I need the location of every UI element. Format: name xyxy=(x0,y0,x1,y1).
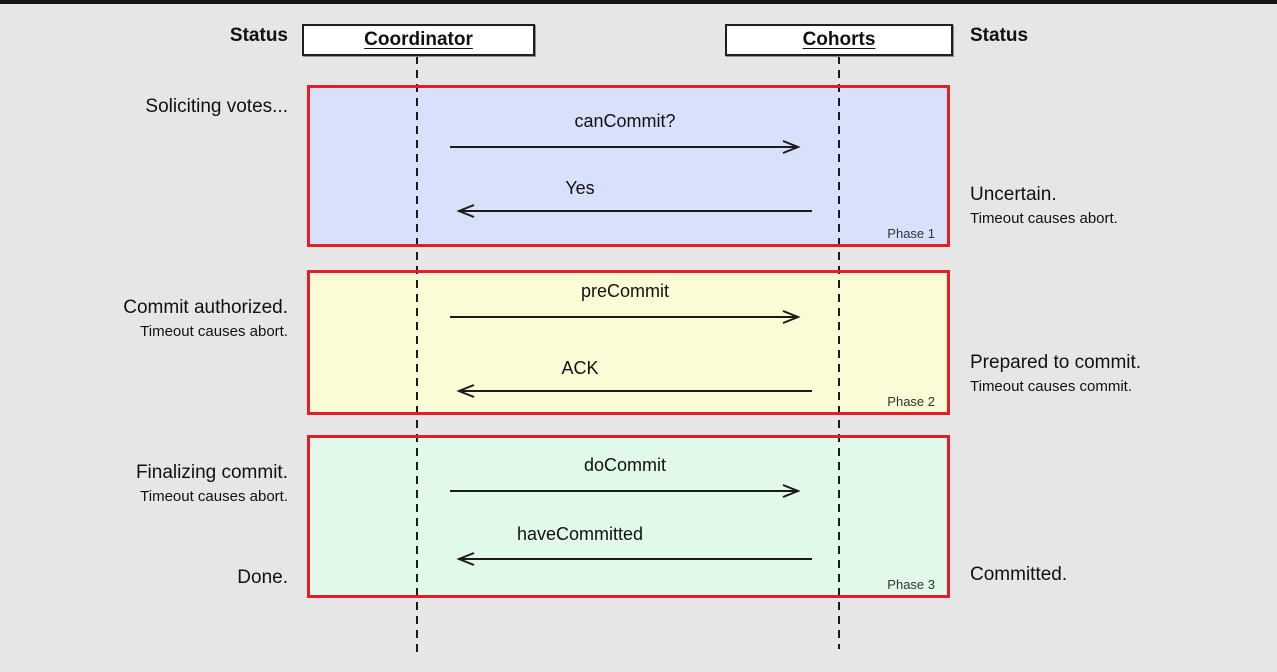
status-column-header-left: Status xyxy=(229,25,288,46)
cohorts-label: Cohorts xyxy=(802,29,876,50)
cancommit-message-label: canCommit? xyxy=(574,111,676,131)
precommit-message-label: preCommit xyxy=(580,281,669,301)
phase-1-tag: Phase 1 xyxy=(887,226,935,241)
phase-1-right-status: Uncertain. xyxy=(970,184,1057,205)
status-column-header-right: Status xyxy=(970,25,1029,46)
cohorts-box: Cohorts xyxy=(725,24,953,56)
phase-3-left-status: Finalizing commit. xyxy=(135,462,288,483)
phase-2-left-substatus: Timeout causes abort. xyxy=(140,323,288,340)
coordinator-box: Coordinator xyxy=(302,24,535,56)
phase-1-right-substatus: Timeout causes abort. xyxy=(970,210,1118,227)
phase-2-tag: Phase 2 xyxy=(887,394,935,409)
phase-3-left-substatus: Timeout causes abort. xyxy=(140,488,288,505)
phase-3-right-status: Committed. xyxy=(970,564,1068,585)
phase-3-tag: Phase 3 xyxy=(887,577,935,592)
phase-3-left-done-status: Done. xyxy=(237,567,288,588)
phase-1-left-status: Soliciting votes... xyxy=(145,96,288,117)
phase-2-right-status: Prepared to commit. xyxy=(970,352,1142,373)
top-border-bar xyxy=(0,0,1277,4)
yes-message-label: Yes xyxy=(565,178,595,198)
phase-1-region xyxy=(307,85,950,247)
coordinator-label: Coordinator xyxy=(364,29,473,50)
phase-2-right-substatus: Timeout causes commit. xyxy=(970,378,1132,395)
phase-3-region xyxy=(307,435,950,598)
phase-2-left-status: Commit authorized. xyxy=(123,297,288,318)
ack-message-label: ACK xyxy=(561,358,599,378)
havecommitted-message-label: haveCommitted xyxy=(516,524,644,544)
docommit-message-label: doCommit xyxy=(583,455,667,475)
